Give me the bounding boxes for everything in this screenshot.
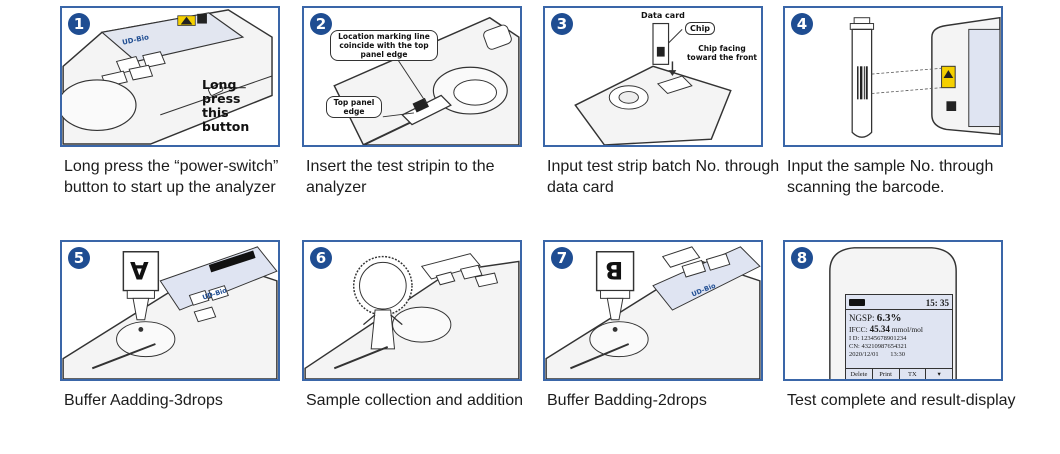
screen-id-line: I D: 12345678901234 bbox=[849, 335, 907, 342]
step-3-caption: Input test strip batch No. through data … bbox=[547, 158, 780, 196]
bottle-label-a: A bbox=[130, 256, 149, 284]
step-5-caption: Buffer Aadding-3drops bbox=[64, 392, 223, 409]
softkey-delete: Delete bbox=[846, 369, 873, 379]
screen-time: 15: 35 bbox=[925, 297, 949, 308]
barcode-icon bbox=[857, 66, 868, 100]
bottle-label-b: B bbox=[605, 256, 624, 284]
step-1-illustration: 1 Long press this button UD-Bio bbox=[60, 6, 280, 147]
ngsp-value: 6.3% bbox=[876, 312, 902, 324]
step-number-badge: 7 bbox=[551, 247, 573, 269]
step-2-illustration: 2 Location marking line coincide with th… bbox=[302, 6, 522, 147]
step-number-badge: 1 bbox=[68, 13, 90, 35]
step-number-badge: 6 bbox=[310, 247, 332, 269]
ngsp-label: NGSP: bbox=[849, 313, 875, 323]
step-4-caption: Input the sample No. through scanning th… bbox=[787, 158, 994, 196]
sample-collection-illustration bbox=[304, 253, 520, 379]
screen-softkeys: Delete Print TX ▾ bbox=[846, 368, 952, 379]
analyzer-power-illustration bbox=[62, 9, 273, 145]
step-number-badge: 3 bbox=[551, 13, 573, 35]
step-4-illustration: 4 bbox=[783, 6, 1003, 147]
ifcc-value: 45.34 bbox=[869, 324, 890, 334]
callout-chip-facing: Chip facing toward the front bbox=[686, 44, 758, 62]
step-number-badge: 8 bbox=[791, 247, 813, 269]
callout-top-panel-edge: Top panel edge bbox=[326, 96, 382, 118]
step-6-caption: Sample collection and addition bbox=[306, 392, 524, 409]
callout-data-card: Data card bbox=[641, 11, 685, 20]
screen-clock: 13:30 bbox=[890, 351, 906, 358]
step-6-illustration: 6 bbox=[302, 240, 522, 381]
step-2-caption: Insert the test stripin to the analyzer bbox=[306, 158, 495, 196]
step-7-caption: Buffer Badding-2drops bbox=[547, 392, 707, 409]
barcode-scan-illustration bbox=[849, 16, 1001, 138]
ifcc-label: IFCC: bbox=[849, 325, 868, 334]
battery-icon bbox=[849, 299, 865, 306]
strip-insert-illustration bbox=[333, 16, 520, 145]
callout-chip: Chip bbox=[685, 22, 716, 35]
step-5-illustration: 5 A UD-Bio bbox=[60, 240, 280, 381]
buffer-a-illustration bbox=[62, 246, 278, 379]
screen-date: 2020/12/01 bbox=[849, 351, 879, 358]
softkey-tx: TX bbox=[900, 369, 927, 379]
step-8-illustration: 8 15: 35 NGSP: 6.3% IFCC: 45.34 mmol/mol… bbox=[783, 240, 1003, 381]
step-1-caption: Long press the “power-switch” button to … bbox=[64, 158, 279, 196]
step-7-illustration: 7 B UD-Bio bbox=[543, 240, 763, 381]
softkey-arrow: ▾ bbox=[937, 371, 941, 378]
softkey-print: Print bbox=[873, 369, 900, 379]
step-3-illustration: 3 Data card Chip Chip facing toward the … bbox=[543, 6, 763, 147]
buffer-b-illustration bbox=[545, 246, 761, 379]
screen-cn-line: CN: 43210987654321 bbox=[849, 343, 907, 350]
data-card-illustration bbox=[574, 22, 732, 145]
ifcc-unit: mmol/mol bbox=[891, 325, 924, 334]
callout-location-marking: Location marking line coincide with the … bbox=[330, 30, 438, 61]
step-number-badge: 5 bbox=[68, 247, 90, 269]
step-8-caption: Test complete and result-display bbox=[787, 392, 1016, 409]
step-number-badge: 4 bbox=[791, 13, 813, 35]
callout-long-press: Long press this button bbox=[202, 77, 250, 134]
step-number-badge: 2 bbox=[310, 13, 332, 35]
lcd-screen: 15: 35 NGSP: 6.3% IFCC: 45.34 mmol/mol I… bbox=[845, 294, 953, 379]
